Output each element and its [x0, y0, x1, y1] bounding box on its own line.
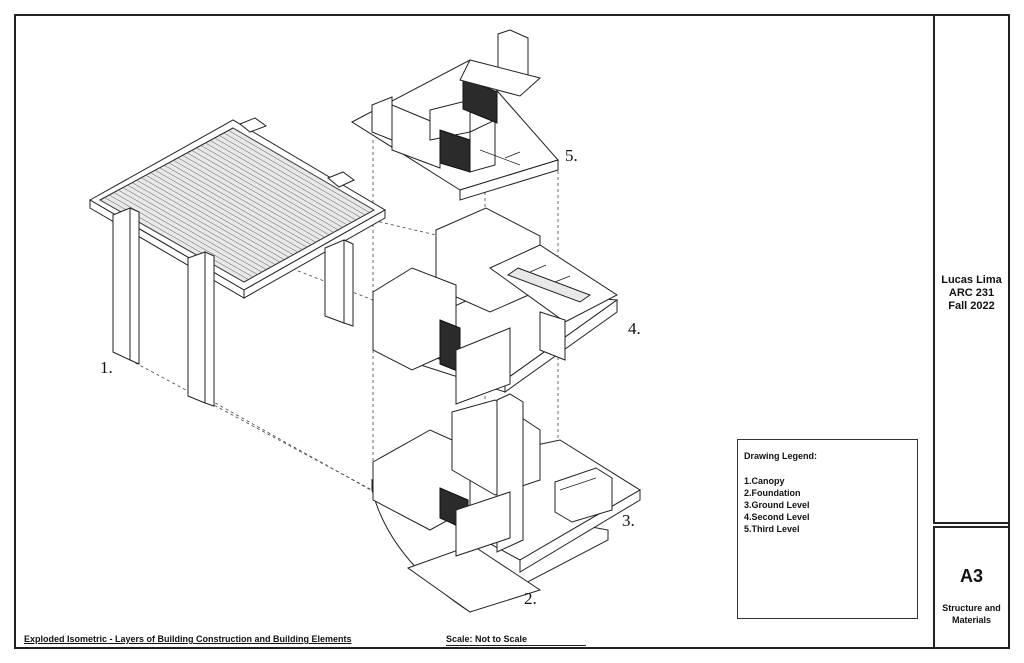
label-second-level: 4.	[628, 319, 641, 338]
legend-item-foundation: 2.Foundation	[744, 488, 801, 498]
legend-item-ground-level: 3.Ground Level	[744, 500, 810, 510]
legend-title: Drawing Legend:	[744, 451, 818, 461]
legend-item-third-level: 5.Third Level	[744, 524, 800, 534]
exploded-isometric-drawing	[88, 29, 641, 613]
label-third-level: 5.	[565, 146, 578, 165]
drawing-scale: Scale: Not to Scale	[446, 634, 528, 644]
label-foundation: 2.	[524, 589, 537, 608]
sheet-number-block	[933, 526, 1010, 649]
legend-item-second-level: 4.Second Level	[744, 512, 810, 522]
canopy-layer	[88, 117, 386, 407]
legend-item-canopy: 1.Canopy	[744, 476, 785, 486]
label-canopy: 1.	[100, 358, 113, 377]
label-ground-level: 3.	[622, 511, 635, 530]
scale-underline	[446, 645, 586, 646]
author-info: Lucas Lima ARC 231 Fall 2022	[935, 274, 1008, 313]
drawing-caption: Exploded Isometric - Layers of Building …	[24, 634, 352, 644]
legend-box	[737, 439, 918, 619]
second-level-layer	[372, 207, 619, 405]
title-block	[933, 14, 1010, 524]
sheet-name-line-1: Structure and	[942, 603, 1001, 613]
sheet-number: A3	[959, 566, 983, 586]
sheet-name-line-2: Materials	[951, 615, 992, 625]
course-code: ARC 231	[948, 287, 995, 299]
canopy-slats	[99, 127, 375, 283]
third-level-layer	[350, 29, 559, 201]
author-name: Lucas Lima	[941, 274, 1002, 286]
ground-level-layer	[370, 393, 641, 613]
term: Fall 2022	[948, 300, 995, 312]
legend-list: 1.Canopy 2.Foundation 3.Ground Level 4.S…	[744, 475, 810, 535]
sheet-name: Structure and Materials	[935, 602, 1008, 626]
